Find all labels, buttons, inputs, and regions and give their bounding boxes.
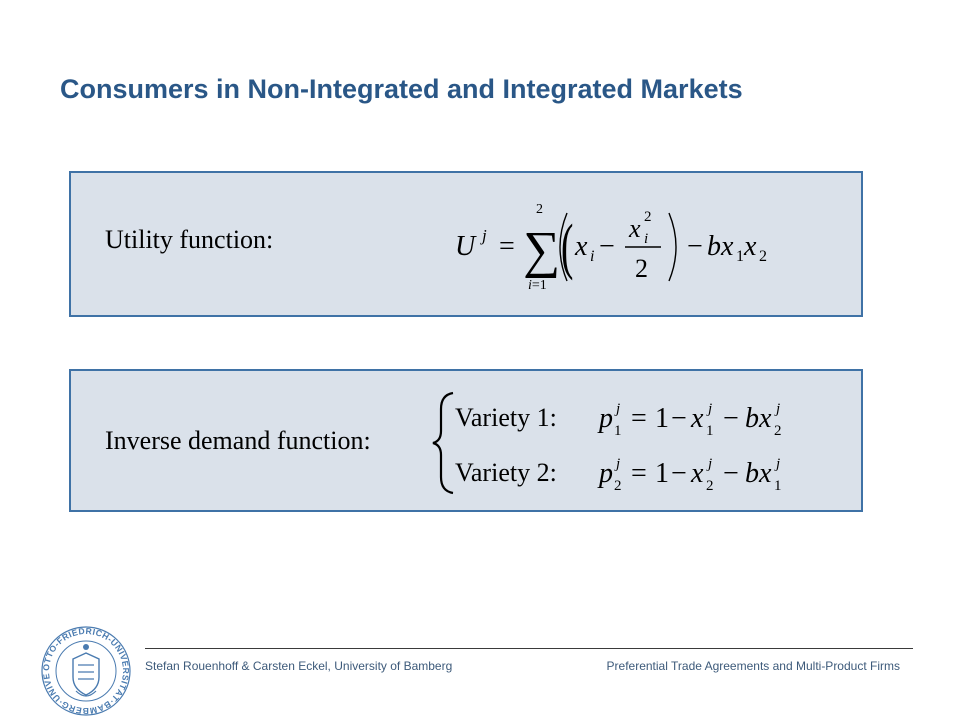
svg-text:p: p: [597, 458, 613, 489]
slide-title: Consumers in Non-Integrated and Integrat…: [60, 74, 743, 104]
svg-text:−: −: [599, 231, 615, 262]
svg-text:j: j: [706, 401, 712, 417]
svg-text:i: i: [644, 231, 648, 247]
svg-text:1: 1: [736, 248, 744, 265]
svg-text:−: −: [687, 231, 703, 262]
svg-text:j: j: [614, 401, 620, 417]
inverse-demand-label: Inverse demand function:: [105, 426, 371, 455]
svg-text:i=1: i=1: [528, 278, 547, 293]
svg-text:j: j: [774, 401, 780, 417]
svg-text:1: 1: [655, 403, 669, 434]
svg-text:=: =: [499, 231, 515, 262]
footer-divider: [145, 648, 913, 649]
svg-text:i: i: [590, 248, 594, 265]
variety-2-formula: p 2 j = 1 − x 2 j − bx 1 j: [597, 456, 782, 494]
svg-text:2: 2: [759, 248, 767, 265]
svg-text:2: 2: [706, 478, 714, 494]
svg-text:x: x: [690, 403, 704, 434]
variety-1-label: Variety 1:: [455, 403, 557, 432]
svg-text:=: =: [631, 403, 647, 434]
svg-text:∑: ∑: [523, 222, 560, 279]
variety-1-formula: p 1 j = 1 − x 1 j − bx 2 j: [597, 401, 782, 439]
svg-text:−: −: [671, 403, 687, 434]
svg-text:x: x: [628, 214, 641, 243]
svg-text:U: U: [455, 231, 477, 262]
svg-text:−: −: [723, 403, 739, 434]
svg-text:j: j: [706, 456, 712, 472]
svg-text:j: j: [480, 226, 487, 245]
footer-authors: Stefan Rouenhoff & Carsten Eckel, Univer…: [145, 659, 453, 673]
svg-text:1: 1: [706, 423, 714, 439]
svg-text:2: 2: [635, 254, 648, 283]
svg-text:j: j: [774, 456, 780, 472]
variety-2-label: Variety 2:: [455, 458, 557, 487]
svg-text:j: j: [614, 456, 620, 472]
svg-text:2: 2: [536, 202, 543, 217]
inverse-demand-box: Inverse demand function: Variety 1: Vari…: [69, 369, 863, 512]
svg-text:OTTO-FRIEDRICH-UNIVERSITÄT·BAM: OTTO-FRIEDRICH-UNIVERSITÄT·BAMBERG·UNIVE…: [40, 625, 131, 716]
svg-text:x: x: [743, 231, 757, 262]
svg-text:−: −: [723, 458, 739, 489]
utility-function-label: Utility function:: [105, 225, 274, 254]
svg-text:bx: bx: [707, 231, 734, 262]
footer-presentation-title: Preferential Trade Agreements and Multi-…: [606, 659, 900, 673]
svg-text:2: 2: [774, 423, 782, 439]
svg-text:1: 1: [614, 423, 622, 439]
svg-text:bx: bx: [745, 403, 772, 434]
svg-text:=: =: [631, 458, 647, 489]
svg-text:x: x: [574, 231, 588, 262]
utility-formula: U j = 2 ∑ i=1 ( x i − x i 2 2 − bx 1 x 2: [455, 202, 767, 293]
svg-text:bx: bx: [745, 458, 772, 489]
svg-text:(: (: [561, 212, 573, 281]
svg-text:−: −: [671, 458, 687, 489]
curly-brace-icon: [432, 391, 454, 495]
utility-function-box: Utility function: U j = 2 ∑ i=1 ( x i − …: [69, 171, 863, 317]
university-seal-logo: OTTO-FRIEDRICH-UNIVERSITÄT·BAMBERG·UNIVE…: [40, 625, 131, 716]
svg-text:2: 2: [614, 478, 622, 494]
svg-text:2: 2: [644, 209, 652, 225]
svg-text:p: p: [597, 403, 613, 434]
svg-text:1: 1: [655, 458, 669, 489]
svg-text:x: x: [690, 458, 704, 489]
svg-text:1: 1: [774, 478, 782, 494]
